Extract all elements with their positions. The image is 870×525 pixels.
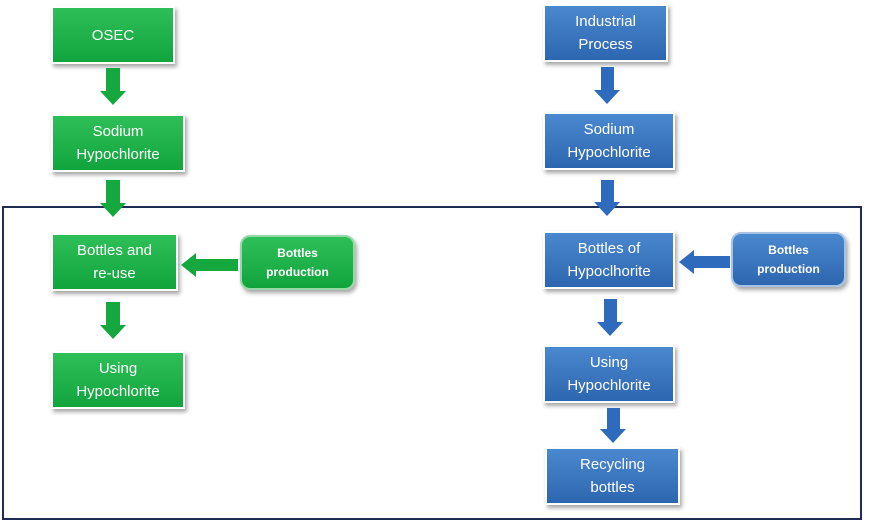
arrow-down-icon xyxy=(594,67,620,104)
bottles-of-hypoclhorite-box: Bottles of Hypoclhorite xyxy=(543,231,675,289)
osec-box: OSEC xyxy=(51,6,175,64)
right-using-hypochlorite-box: Using Hypochlorite xyxy=(543,345,675,403)
industrial-process-box: Industrial Process xyxy=(543,4,668,62)
right-sodium-hypochlorite-box: Sodium Hypochlorite xyxy=(543,112,675,170)
left-using-hypochlorite-box: Using Hypochlorite xyxy=(51,351,185,409)
boundary-frame xyxy=(2,206,862,520)
left-sodium-hypochlorite-box: Sodium Hypochlorite xyxy=(51,114,185,172)
arrow-down-icon xyxy=(100,68,126,105)
bottles-and-reuse-box: Bottles and re-use xyxy=(51,233,178,291)
recycling-bottles-box: Recycling bottles xyxy=(545,447,680,505)
left-bottles-production-box: Bottles production xyxy=(240,235,355,290)
right-bottles-production-box: Bottles production xyxy=(731,232,846,287)
